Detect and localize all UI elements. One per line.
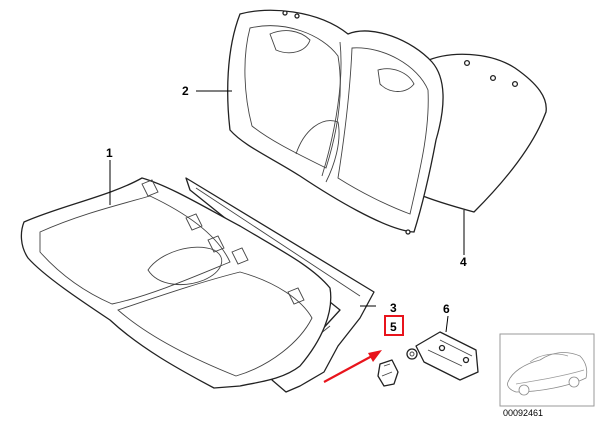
backrest-right-seat-outline <box>337 47 429 215</box>
backrest-top-clips <box>282 10 411 235</box>
callout-label-1: 1 <box>106 146 113 160</box>
seat-cushion-center-well <box>147 246 223 285</box>
seat-cushion-left-outline <box>39 195 231 305</box>
backrest-center-seam <box>321 41 342 177</box>
backrest-lower-seam <box>295 120 340 183</box>
seat-cushion-slots <box>141 179 305 305</box>
car-thumbnail <box>499 333 595 407</box>
seat-frame <box>185 177 375 393</box>
backrest-headrest-left <box>269 30 311 54</box>
backrest-headrest-right <box>377 68 415 92</box>
back-panel <box>417 53 547 213</box>
seat-cushion-right-outline <box>117 271 313 377</box>
seat-cushion <box>20 177 332 389</box>
callout-label-2: 2 <box>182 84 189 98</box>
highlight-arrow <box>323 350 382 383</box>
backrest-left-seat-outline <box>244 25 341 169</box>
reference-number: 00092461 <box>503 408 543 418</box>
callout-label-6: 6 <box>443 302 450 316</box>
callout-label-5: 5 <box>390 320 397 334</box>
clip-part <box>377 359 399 387</box>
callout-label-3: 3 <box>390 301 397 315</box>
leader-6 <box>445 315 449 333</box>
back-panel-clips <box>463 59 519 88</box>
bracket-part <box>406 331 479 381</box>
callout-5-highlight-box <box>384 315 404 336</box>
callout-label-4: 4 <box>460 255 467 269</box>
